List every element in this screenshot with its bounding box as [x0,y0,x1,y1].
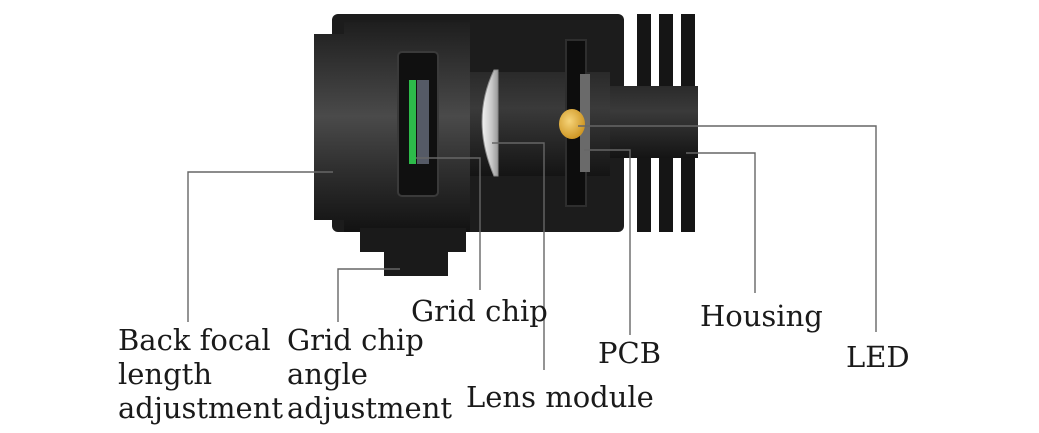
leader-pcb [584,149,631,335]
label-led: LED [846,340,910,374]
label-back-focal-line-1: Back focal [118,323,271,357]
leader-grid-chip [416,157,481,290]
leader-led [578,125,877,332]
label-lens-module: Lens module [466,380,654,414]
leader-back-focal [187,171,333,322]
callout-labels: Back focal length adjustment Grid chip a… [118,294,910,425]
pcb-mount [580,74,590,172]
label-back-focal: Back focal length adjustment [118,323,283,425]
label-grid-chip-angle-line-2: angle [287,357,368,391]
label-back-focal-line-3: adjustment [118,391,283,425]
grid-chip [409,80,416,164]
adjustment-knob [360,228,466,276]
leader-lines [187,125,877,370]
label-grid-chip: Grid chip [411,294,548,328]
led-element [559,109,585,139]
label-grid-chip-angle: Grid chip angle adjustment [287,323,452,425]
label-back-focal-line-2: length [118,357,212,391]
label-grid-chip-angle-line-3: adjustment [287,391,452,425]
leader-housing [686,152,756,293]
leader-lens-module [492,142,545,370]
grid-chip-glass [417,80,429,164]
rear-core-cylinder [600,86,698,158]
leader-grid-chip-angle [337,268,400,322]
device-illustration [314,14,698,276]
label-grid-chip-angle-line-1: Grid chip [287,323,424,357]
label-housing: Housing [700,299,823,333]
lens-element [481,69,499,177]
label-pcb: PCB [598,336,661,370]
front-barrel [314,22,470,232]
